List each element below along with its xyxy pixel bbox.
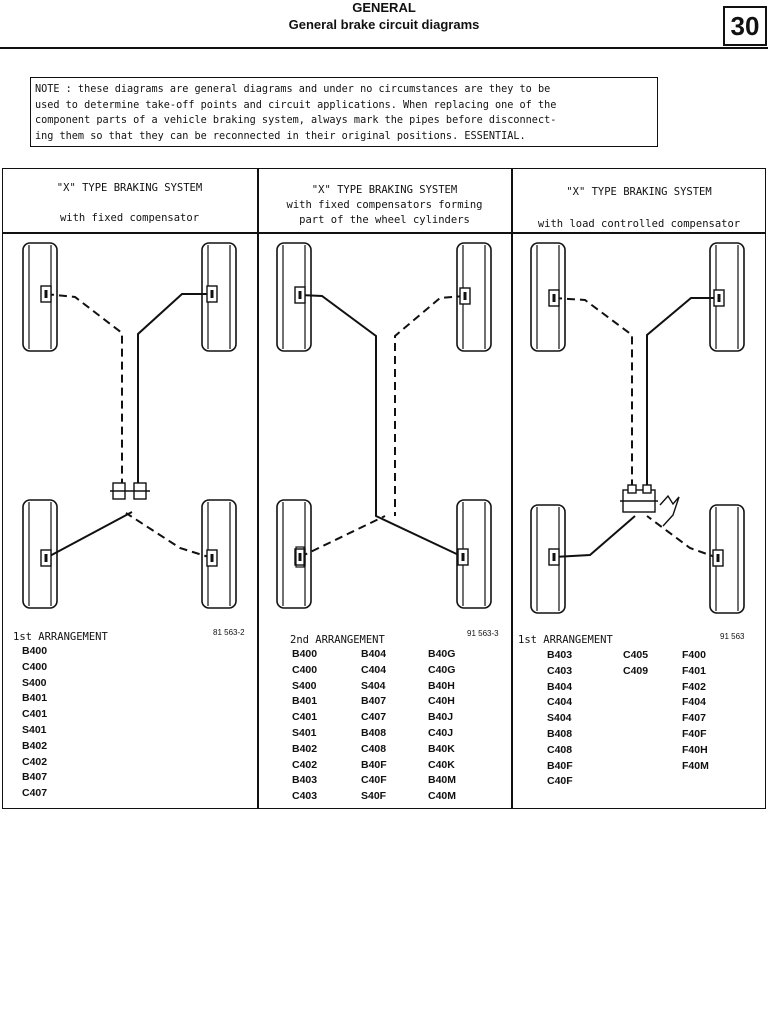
vehicle-code: B400 [22, 645, 48, 657]
vehicle-code: C407 [22, 787, 48, 800]
vehicle-code: C409 [623, 664, 649, 677]
panel-1-heading-line3: with fixed compensator [59, 212, 200, 224]
vehicle-code: C40J [428, 727, 454, 739]
panel-1-heading-line1: "X" TYPE BRAKING SYSTEM [56, 182, 203, 194]
vehicle-code: B40G [428, 648, 456, 660]
vehicle-code: C40M [428, 790, 457, 803]
panel-1-diagram [22, 242, 237, 609]
vehicle-code: S404 [547, 712, 572, 725]
note-box: NOTE : these diagrams are general diagra… [30, 77, 658, 147]
vehicle-code: C404 [547, 696, 573, 709]
diagram-frame [2, 168, 766, 809]
vehicle-code: B407 [22, 771, 48, 784]
panel-2-arrangement: 2nd ARRANGEMENT [290, 634, 385, 646]
vehicle-code: C403 [547, 664, 573, 677]
vehicle-code: C402 [22, 755, 48, 768]
vehicle-code: B404 [361, 648, 387, 660]
vehicle-code: B400 [292, 648, 318, 660]
vehicle-code: B403 [547, 649, 573, 661]
panel-3-figure-ref: 91 563 [720, 632, 745, 641]
vehicle-code: C400 [22, 660, 48, 673]
vehicle-code: F40M [682, 759, 709, 772]
vehicle-code: C402 [292, 758, 318, 771]
vehicle-code: S401 [292, 727, 317, 739]
vehicle-code: C408 [547, 743, 573, 756]
vehicle-code: C407 [361, 711, 387, 724]
panel-2-heading-line3: part of the wheel cylinders [299, 214, 470, 226]
vehicle-code: B40F [361, 758, 387, 771]
panel-1-figure-ref: 81 563-2 [213, 628, 245, 637]
vehicle-code: C40G [428, 663, 456, 676]
vehicle-code: C405 [623, 649, 649, 661]
panel-2-heading-line1: "X" TYPE BRAKING SYSTEM [311, 184, 458, 196]
vehicle-code: F40F [682, 728, 707, 740]
vehicle-code: F400 [682, 649, 706, 661]
vehicle-code: S40F [361, 790, 387, 803]
vehicle-code: B40K [428, 742, 455, 755]
vehicle-code: S400 [22, 676, 47, 689]
page-title: General brake circuit diagrams [288, 17, 480, 32]
vehicle-code: B40M [428, 774, 457, 787]
vehicle-code: F40H [682, 743, 708, 756]
vehicle-code: B408 [547, 728, 573, 740]
vehicle-code: B40H [428, 679, 455, 692]
vehicle-code: S400 [292, 679, 317, 692]
vehicle-code: C40K [428, 758, 455, 771]
vehicle-code: B403 [292, 774, 318, 787]
vehicle-code: S401 [22, 724, 47, 736]
panel-2-heading-line2: with fixed compensators forming [286, 199, 483, 211]
panel-3-diagram [530, 242, 745, 614]
vehicle-code: B404 [547, 680, 573, 693]
vehicle-code: C400 [292, 663, 318, 676]
panel-2-figure-ref: 91 563-3 [467, 629, 499, 638]
panel-divider-2 [511, 168, 513, 809]
vehicle-code: B401 [292, 695, 318, 708]
header-rule [0, 47, 768, 49]
vehicle-code: C40F [547, 775, 573, 788]
vehicle-code: C408 [361, 742, 387, 755]
panel-3-heading-line1: "X" TYPE BRAKING SYSTEM [566, 186, 712, 198]
vehicle-code: F407 [682, 712, 706, 725]
vehicle-code: B408 [361, 727, 387, 739]
panel-3-arrangement: 1st ARRANGEMENT [518, 634, 613, 646]
vehicle-code: F402 [682, 680, 706, 693]
panel-3-heading-line3: with load controlled compensator [537, 218, 741, 230]
vehicle-code: F404 [682, 696, 706, 709]
panel-divider-1 [257, 168, 259, 809]
vehicle-code: C401 [292, 711, 318, 724]
vehicle-code: C403 [292, 790, 318, 803]
vehicle-code: B401 [22, 692, 48, 705]
vehicle-code: B402 [22, 739, 48, 752]
section-title: GENERAL [352, 0, 416, 15]
vehicle-code: F401 [682, 664, 706, 677]
page-number-badge: 30 [723, 6, 767, 46]
panel-2-diagram [276, 242, 492, 609]
vehicle-code: B402 [292, 742, 318, 755]
heading-divider [2, 232, 766, 234]
panel-1-arrangement: 1st ARRANGEMENT [13, 631, 108, 643]
vehicle-code: S404 [361, 679, 386, 692]
vehicle-code: B40J [428, 711, 454, 724]
vehicle-code: C401 [22, 708, 48, 721]
vehicle-code: B407 [361, 695, 387, 708]
vehicle-code: C404 [361, 663, 387, 676]
vehicle-code: C40F [361, 774, 387, 787]
vehicle-code: C40H [428, 695, 455, 708]
vehicle-code: B40F [547, 759, 573, 772]
